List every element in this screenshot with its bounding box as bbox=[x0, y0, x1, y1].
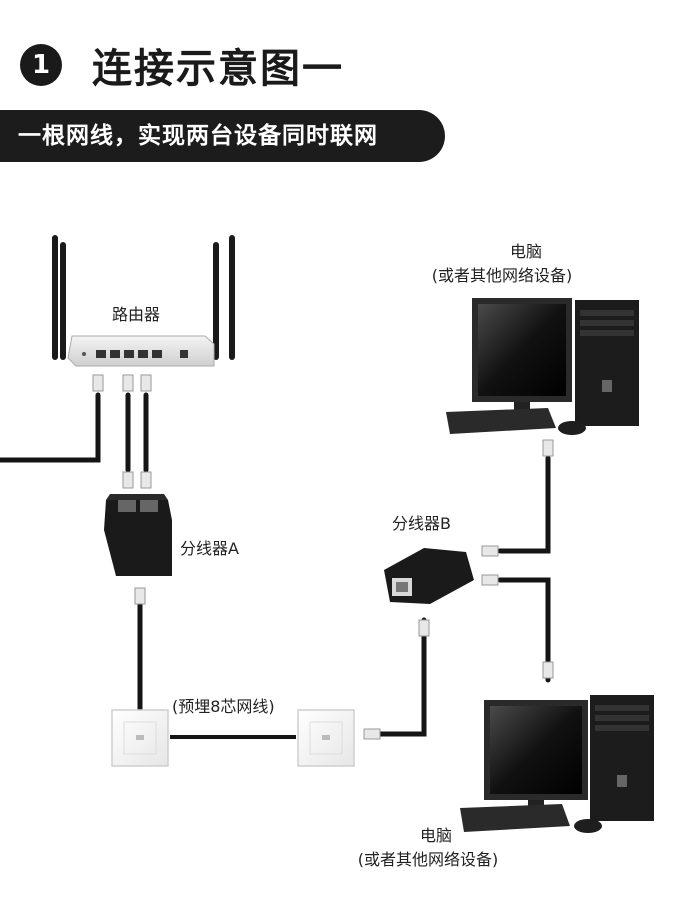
pc-keyboard bbox=[446, 408, 556, 434]
splitter-b bbox=[384, 548, 474, 604]
router-antenna bbox=[229, 235, 235, 360]
splitter-a bbox=[104, 494, 172, 576]
router-port bbox=[124, 350, 134, 358]
splitter-a-port bbox=[140, 500, 158, 512]
pc-top-label-line1: 电脑 bbox=[470, 238, 582, 262]
rj45-plug bbox=[482, 575, 498, 585]
rj45-plug bbox=[135, 588, 145, 604]
pc-tower bbox=[590, 695, 654, 821]
pc-bottom-label-line1: 电脑 bbox=[380, 822, 492, 846]
rj45-plugs-router bbox=[93, 375, 151, 488]
router-port bbox=[152, 350, 162, 358]
computer-bottom bbox=[460, 695, 654, 833]
computer-top bbox=[446, 298, 639, 435]
splitter-b-label: 分线器B bbox=[392, 510, 451, 534]
pc-mouse bbox=[558, 421, 586, 435]
router-port bbox=[110, 350, 120, 358]
rj45-plug bbox=[141, 472, 151, 488]
rj45-plug bbox=[543, 662, 553, 678]
splitter-a-port bbox=[118, 500, 136, 512]
rj45-plugs-splitter-b bbox=[482, 440, 553, 678]
pc-bottom-label-line2: (或者其他网络设备) bbox=[338, 846, 518, 870]
rj45-plug bbox=[543, 440, 553, 456]
uplink-cable bbox=[0, 395, 98, 460]
pc-tower bbox=[575, 300, 639, 426]
splitter-b-to-pc-cables bbox=[500, 458, 548, 680]
router-port bbox=[138, 350, 148, 358]
pc-top-label-line2: (或者其他网络设备) bbox=[414, 262, 590, 286]
rj45-plug bbox=[141, 375, 151, 391]
embedded-cable-label: (预埋8芯网线) bbox=[172, 693, 275, 717]
router-cables bbox=[0, 395, 146, 470]
rj45-plug bbox=[93, 375, 103, 391]
router-antenna bbox=[213, 242, 219, 360]
wall-to-splitter-b-cable bbox=[380, 620, 424, 734]
router-antenna bbox=[52, 235, 58, 360]
wall-plate-right bbox=[298, 710, 354, 766]
splitter-a-label: 分线器A bbox=[180, 535, 239, 559]
rj45-plug bbox=[364, 729, 380, 739]
router-port bbox=[180, 350, 188, 358]
pc-mouse bbox=[574, 819, 602, 833]
rj45-plug bbox=[123, 375, 133, 391]
rj45-plug bbox=[419, 620, 429, 636]
rj45-plug bbox=[123, 472, 133, 488]
router-antenna bbox=[60, 242, 66, 360]
router-label: 路由器 bbox=[112, 301, 160, 325]
router-port bbox=[96, 350, 106, 358]
wall-plate-left bbox=[112, 710, 168, 766]
rj45-plug bbox=[482, 546, 498, 556]
